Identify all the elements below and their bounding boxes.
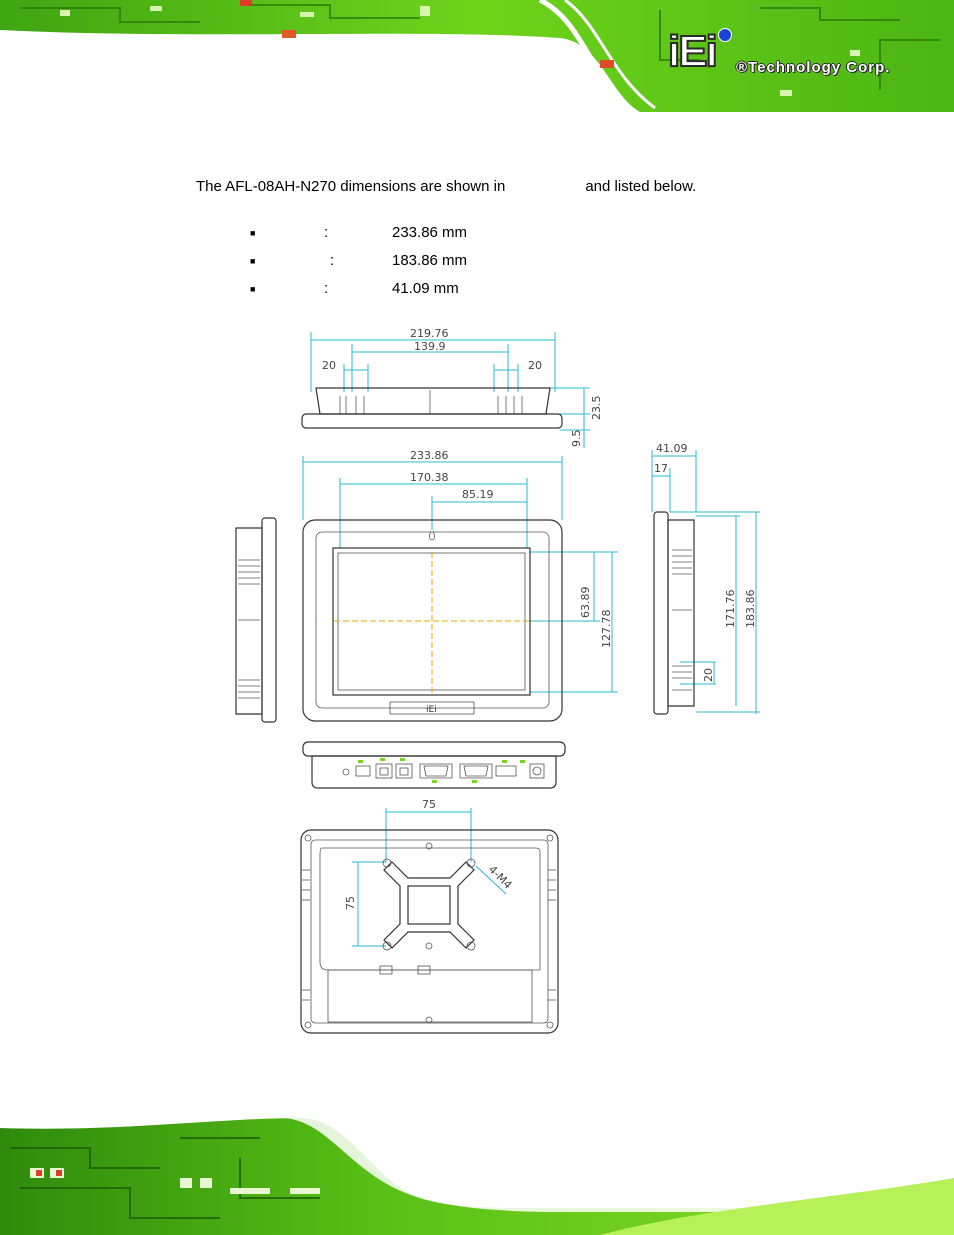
bullet-icon: ■ — [250, 284, 256, 294]
bullet-icon: ■ — [250, 228, 256, 238]
dim-top-right: 20 — [528, 359, 542, 372]
dim-front-width: 233.86 — [410, 449, 449, 462]
circuit-board-banner — [0, 0, 954, 112]
bullet-icon: ■ — [250, 256, 256, 266]
dim-side-bottom: 20 — [702, 668, 715, 682]
dim-side-bezel: 17 — [654, 462, 668, 475]
dim-front-half: 85.19 — [462, 488, 494, 501]
dim-rear-screw: 4-M4 — [486, 863, 515, 892]
left-side-view — [235, 517, 277, 723]
front-logo: iEi — [426, 705, 437, 715]
front-view: 233.86 170.38 85.19 63.89 127.78 iEi — [302, 449, 618, 722]
dim-side-inner: 171.76 — [724, 590, 737, 629]
company-logo: iEi ®Technology Corp. — [667, 27, 938, 84]
dim-rear-vesa-h: 75 — [422, 798, 436, 811]
dim-top-height: 23.5 — [590, 396, 603, 421]
intro-text-after: and listed below. — [585, 178, 697, 195]
logo-text: ®Technology Corp. — [736, 59, 891, 76]
dim-side-depth: 41.09 — [656, 442, 688, 455]
page-footer — [0, 1118, 954, 1235]
top-view: 219.76 139.9 20 20 23.5 9.5 — [301, 327, 603, 448]
page-header: iEi ®Technology Corp. — [0, 0, 954, 112]
bottom-io-view — [302, 741, 566, 789]
spec-colon: : — [324, 280, 329, 297]
dim-front-vscreen: 127.78 — [600, 610, 613, 649]
spec-value: 233.86 mm — [392, 224, 468, 241]
rear-view: 75 75 4-M4 — [300, 798, 559, 1034]
dim-side-total: 183.86 — [744, 590, 757, 629]
logo-dot-icon — [718, 28, 732, 42]
dim-front-vhalf: 63.89 — [579, 587, 592, 619]
dim-top-overall: 219.76 — [410, 327, 449, 340]
spec-value: 41.09 mm — [392, 280, 459, 297]
dim-rear-vesa-v: 75 — [344, 896, 357, 910]
spec-value: 183.86 mm — [392, 252, 468, 269]
iei-logo-mark: iEi — [667, 27, 719, 76]
intro-paragraph: The AFL-08AH-N270 dimensions are shown i… — [196, 178, 696, 196]
spec-colon: : — [324, 224, 329, 241]
intro-text-before: The AFL-08AH-N270 dimensions are shown i… — [196, 178, 506, 195]
spec-colon: : — [330, 252, 335, 269]
dim-top-base: 9.5 — [570, 430, 583, 448]
circuit-board-footer — [0, 1118, 954, 1235]
right-side-view: 41.09 17 171.76 183.86 20 — [651, 442, 760, 715]
dimension-drawing: 219.76 139.9 20 20 23.5 9.5 233.86 — [235, 327, 760, 1034]
dim-front-screen: 170.38 — [410, 471, 449, 484]
dim-top-inner: 139.9 — [414, 340, 446, 353]
dim-top-left: 20 — [322, 359, 336, 372]
